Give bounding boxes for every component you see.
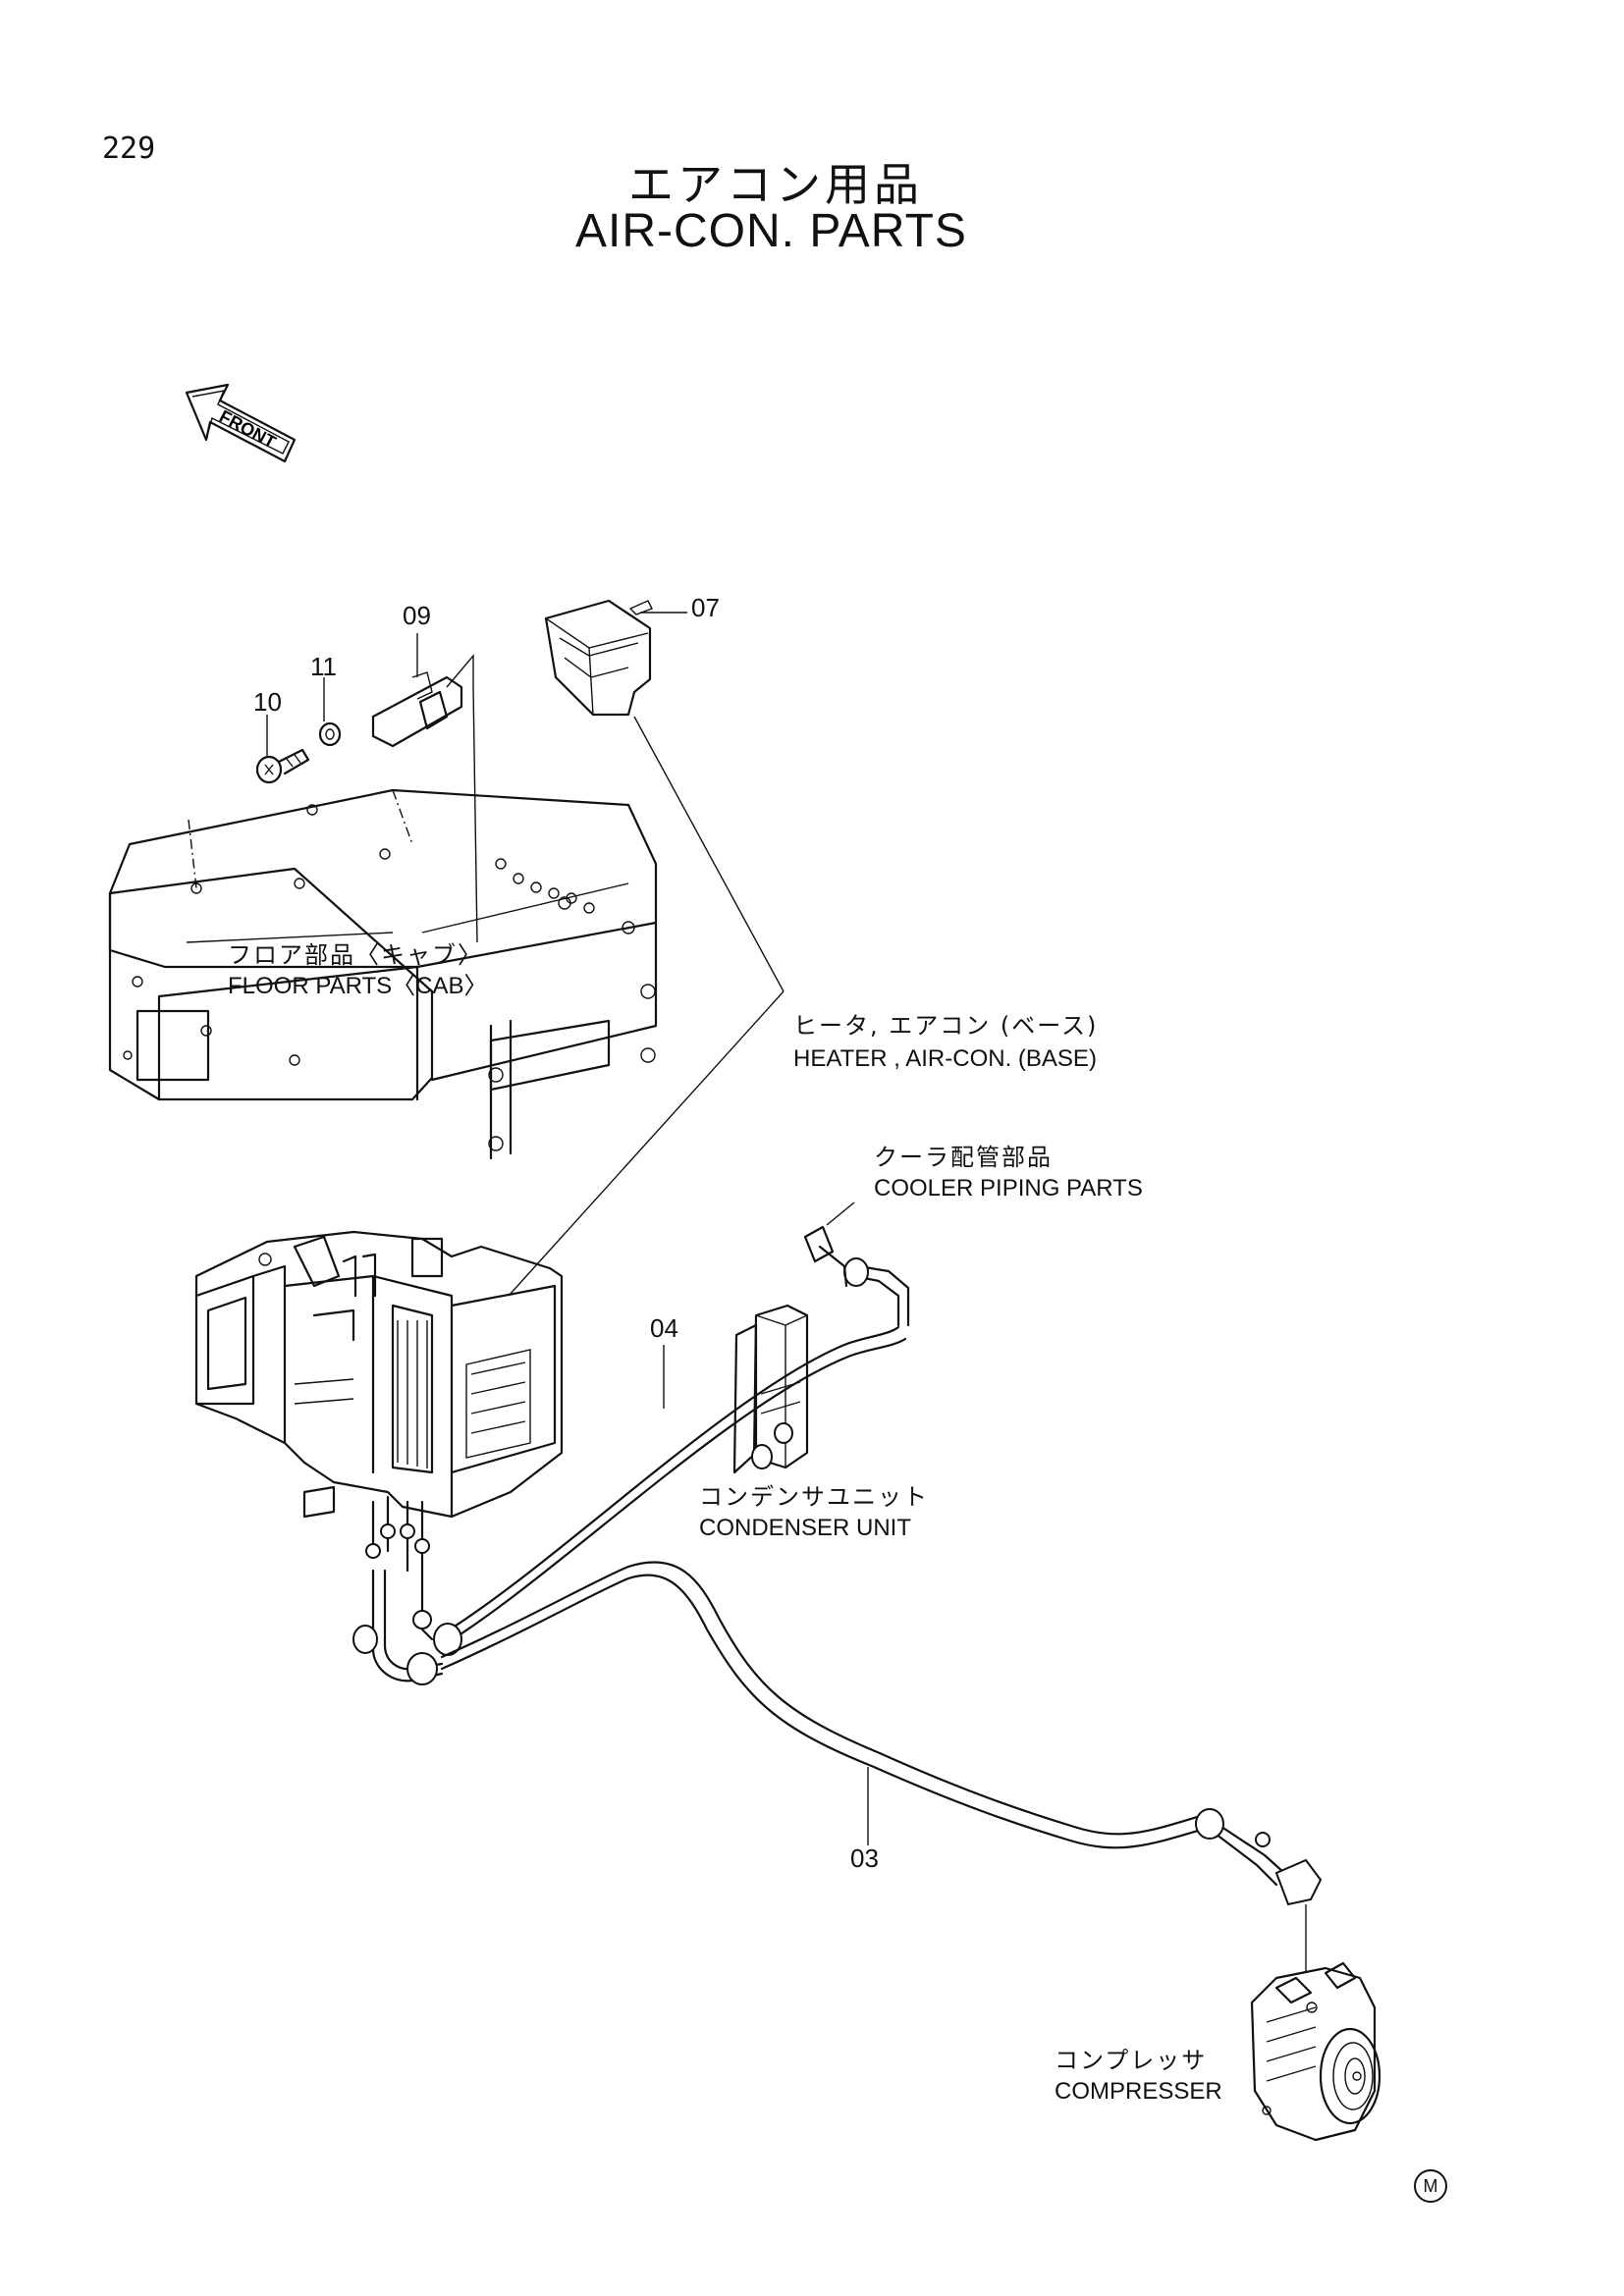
leader-09-to-frame xyxy=(446,654,478,943)
condenser-unit xyxy=(732,1225,848,1474)
front-arrow-icon: FRONT xyxy=(185,383,297,463)
leader-cooler-piping xyxy=(826,1201,855,1226)
floor-parts-frame xyxy=(108,788,658,1160)
callout-04: 04 xyxy=(650,1313,678,1343)
hose-03 xyxy=(352,1561,1323,1906)
module-07 xyxy=(544,599,653,717)
page-title-japanese: エアコン用品 xyxy=(628,158,923,211)
cooler-piping-label-jp: クーラ配管部品 xyxy=(874,1144,1053,1171)
callout-03: 03 xyxy=(850,1843,879,1873)
callout-07: 07 xyxy=(691,593,720,622)
leader-heater-label xyxy=(508,990,785,1297)
bracket-09 xyxy=(371,671,463,748)
page-title-english: AIR-CON. PARTS xyxy=(575,205,967,257)
heater-aircon-label-jp: ヒータ, エアコン (ベース) xyxy=(793,1012,1099,1040)
condenser-label-en: CONDENSER UNIT xyxy=(699,1515,912,1541)
leader-07-to-heater xyxy=(633,716,785,992)
callout-10: 10 xyxy=(253,687,282,717)
bolt-10 xyxy=(255,748,310,784)
cooler-piping-label-en: COOLER PIPING PARTS xyxy=(874,1175,1143,1201)
heater-aircon-unit xyxy=(194,1230,564,1573)
floor-parts-label-jp: フロア部品〈キャブ〉 xyxy=(228,941,483,969)
condenser-label-jp: コンデンサユニット xyxy=(699,1483,929,1511)
floor-parts-label-en: FLOOR PARTS〈CAB〉 xyxy=(228,973,488,999)
page-number: 229 xyxy=(102,132,156,166)
washer-11 xyxy=(318,721,342,747)
compressor-label-jp: コンプレッサ xyxy=(1055,2047,1208,2074)
compressor-unit xyxy=(1250,1961,1381,2142)
heater-aircon-label-en: HEATER , AIR-CON. (BASE) xyxy=(793,1045,1097,1072)
corner-mark: M xyxy=(1414,2169,1447,2203)
compressor-label-en: COMPRESSER xyxy=(1055,2078,1222,2105)
callout-11: 11 xyxy=(310,652,337,681)
callout-09: 09 xyxy=(403,601,431,630)
